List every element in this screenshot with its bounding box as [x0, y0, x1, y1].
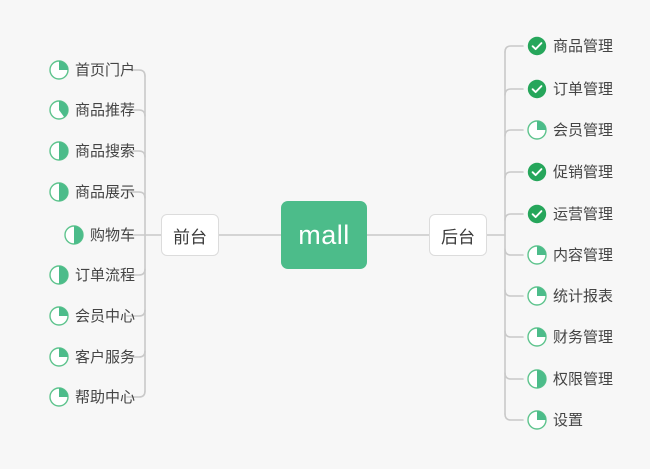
leaf-item-label: 订单管理: [553, 80, 614, 98]
leaf-item-left-4[interactable]: 购物车: [64, 223, 135, 247]
pie-progress-icon: [527, 327, 547, 347]
leaf-item-label: 商品展示: [74, 183, 135, 201]
pie-progress-icon: [527, 286, 547, 306]
branch-node-backend[interactable]: 后台: [429, 214, 487, 256]
leaf-item-label: 购物车: [89, 226, 135, 244]
check-circle-icon: [527, 204, 547, 224]
pie-progress-icon: [49, 306, 69, 326]
pie-progress-icon: [527, 245, 547, 265]
root-node-label: mall: [298, 219, 350, 250]
pie-progress-icon: [49, 100, 69, 120]
leaf-item-label: 商品搜索: [74, 142, 135, 160]
leaf-item-left-3[interactable]: 商品展示: [49, 180, 135, 204]
pie-progress-icon: [527, 369, 547, 389]
leaf-item-right-1[interactable]: 订单管理: [527, 77, 613, 101]
leaf-item-label: 促销管理: [553, 163, 614, 181]
check-circle-icon: [527, 79, 547, 99]
leaf-item-label: 会员管理: [553, 121, 614, 139]
pie-progress-icon: [49, 265, 69, 285]
leaf-item-left-0[interactable]: 首页门户: [49, 58, 135, 82]
leaf-item-right-0[interactable]: 商品管理: [527, 34, 613, 58]
check-circle-icon: [527, 36, 547, 56]
pie-progress-icon: [49, 182, 69, 202]
branch-node-frontend-label: 前台: [173, 227, 207, 247]
leaf-item-label: 权限管理: [553, 370, 614, 388]
leaf-item-right-5[interactable]: 内容管理: [527, 243, 613, 267]
leaf-item-right-7[interactable]: 财务管理: [527, 325, 613, 349]
leaf-item-label: 客户服务: [74, 348, 135, 366]
leaf-item-label: 帮助中心: [74, 388, 135, 406]
leaf-item-left-2[interactable]: 商品搜索: [49, 139, 135, 163]
leaf-item-right-4[interactable]: 运营管理: [527, 202, 613, 226]
leaf-item-right-9[interactable]: 设置: [527, 408, 583, 432]
leaf-item-label: 内容管理: [553, 246, 614, 264]
pie-progress-icon: [49, 141, 69, 161]
leaf-item-right-2[interactable]: 会员管理: [527, 118, 613, 142]
leaf-item-label: 统计报表: [553, 287, 614, 305]
check-circle-icon: [527, 162, 547, 182]
pie-progress-icon: [527, 410, 547, 430]
leaf-item-left-5[interactable]: 订单流程: [49, 263, 135, 287]
leaf-item-left-6[interactable]: 会员中心: [49, 304, 135, 328]
leaf-item-label: 设置: [553, 411, 584, 429]
pie-progress-icon: [527, 120, 547, 140]
leaf-item-label: 商品管理: [553, 37, 614, 55]
leaf-item-left-7[interactable]: 客户服务: [49, 345, 135, 369]
pie-progress-icon: [49, 347, 69, 367]
leaf-item-label: 商品推荐: [74, 101, 135, 119]
leaf-item-label: 财务管理: [553, 328, 614, 346]
branch-node-backend-label: 后台: [441, 227, 475, 247]
leaf-item-right-8[interactable]: 权限管理: [527, 367, 613, 391]
root-node[interactable]: mall: [281, 201, 367, 269]
branch-node-frontend[interactable]: 前台: [161, 214, 219, 256]
pie-progress-icon: [64, 225, 84, 245]
leaf-item-label: 会员中心: [74, 307, 135, 325]
leaf-item-left-1[interactable]: 商品推荐: [49, 98, 135, 122]
pie-progress-icon: [49, 60, 69, 80]
leaf-item-right-6[interactable]: 统计报表: [527, 284, 613, 308]
leaf-item-label: 运营管理: [553, 205, 614, 223]
pie-progress-icon: [49, 387, 69, 407]
leaf-item-label: 订单流程: [74, 266, 135, 284]
leaf-item-right-3[interactable]: 促销管理: [527, 160, 613, 184]
leaf-item-label: 首页门户: [74, 61, 135, 79]
leaf-item-left-8[interactable]: 帮助中心: [49, 385, 135, 409]
